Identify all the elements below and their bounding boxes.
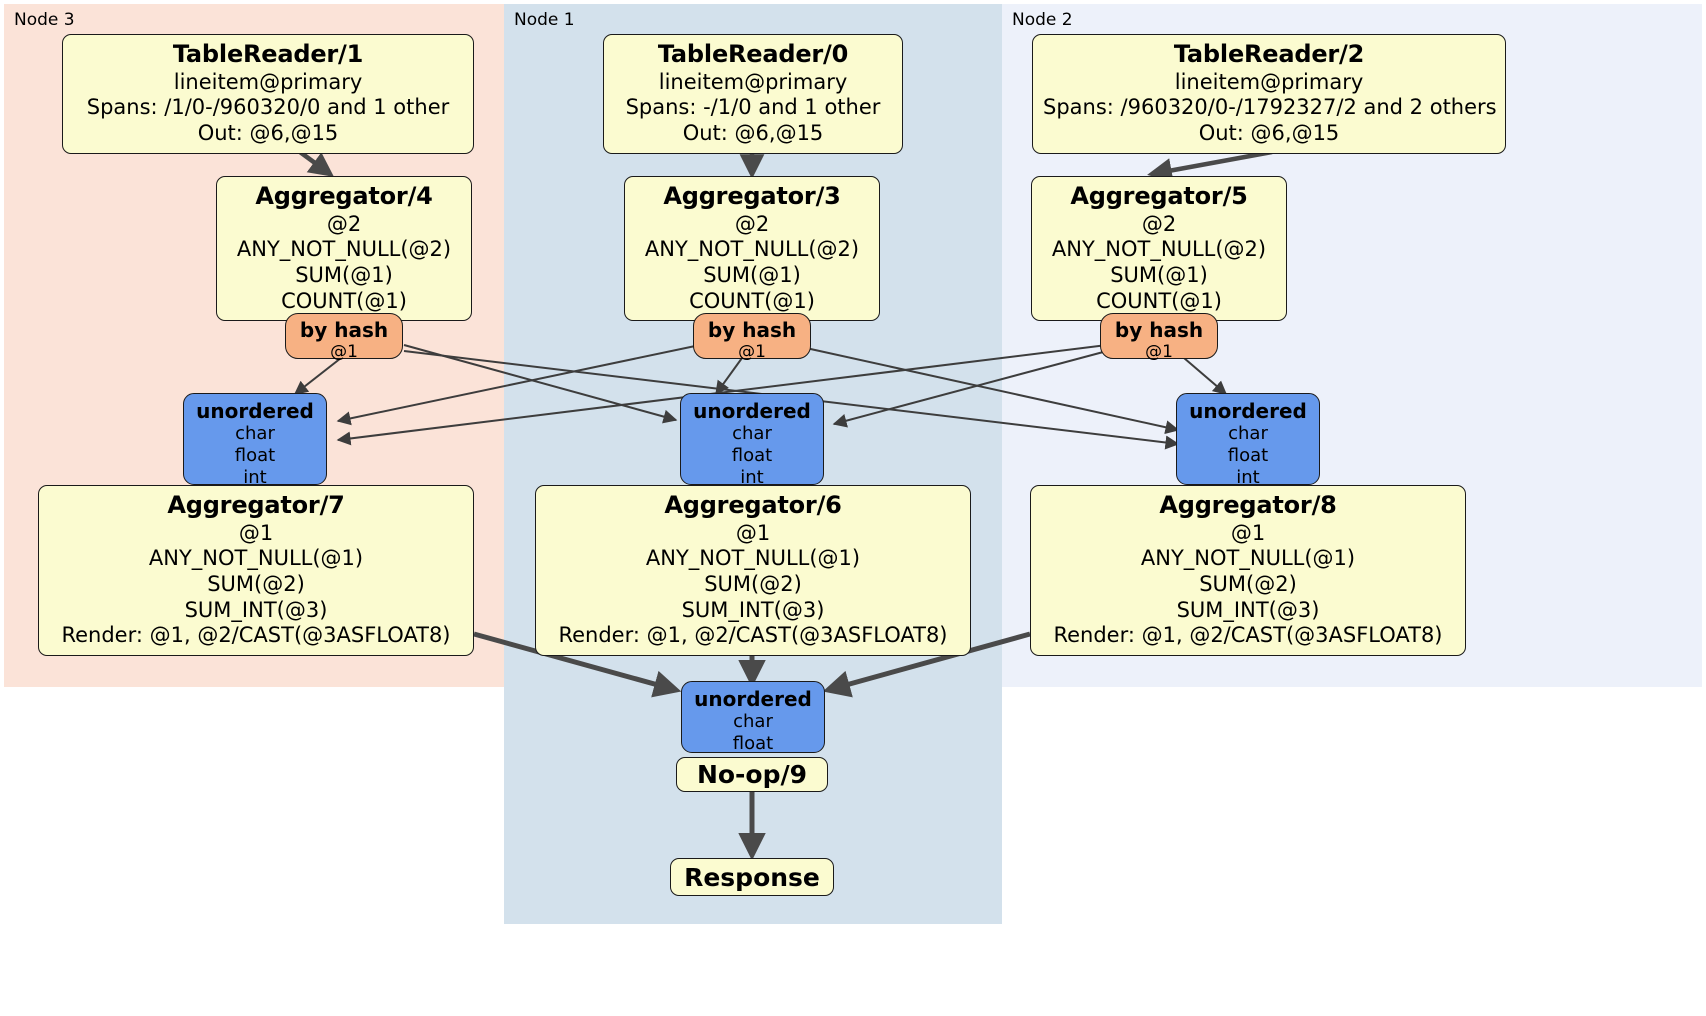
processor-detail-agg-2: SUM_INT(@3) xyxy=(184,597,328,622)
processor-detail-agg-1: SUM(@2) xyxy=(1199,571,1297,596)
router-by-hash-node2[interactable]: by hash @1 xyxy=(1100,313,1218,362)
processor-title: No-op/9 xyxy=(696,760,808,789)
processor-detail-render: Render: @1, @2/CAST(@3ASFLOAT8) xyxy=(558,623,948,648)
processor-detail-groupcols: @2 xyxy=(326,211,362,236)
synchronizer-type-2: int xyxy=(740,467,764,489)
processor-title: TableReader/0 xyxy=(657,40,849,68)
processor-detail-agg-2: SUM_INT(@3) xyxy=(1176,597,1320,622)
processor-title: TableReader/1 xyxy=(172,40,364,68)
synchronizer-unordered-node1[interactable]: unordered char float int xyxy=(680,393,824,488)
synchronizer-type-0: char xyxy=(732,423,772,445)
processor-detail-out: Out: @6,@15 xyxy=(682,120,824,145)
synchronizer-type-2: int xyxy=(1236,467,1260,489)
processor-title: TableReader/2 xyxy=(1173,40,1365,68)
processor-detail-agg-1: SUM(@2) xyxy=(207,571,305,596)
processor-detail-agg-0: ANY_NOT_NULL(@2) xyxy=(236,237,452,262)
processor-aggregator-6[interactable]: Aggregator/6 @1 ANY_NOT_NULL(@1) SUM(@2)… xyxy=(535,485,971,656)
processor-aggregator-3[interactable]: Aggregator/3 @2 ANY_NOT_NULL(@2) SUM(@1)… xyxy=(624,176,880,322)
synchronizer-type-1: float xyxy=(731,445,773,467)
processor-detail-out: Out: @6,@15 xyxy=(1198,120,1340,145)
processor-detail-agg-0: ANY_NOT_NULL(@1) xyxy=(148,546,364,571)
node-region-label-node2: Node 2 xyxy=(1012,10,1073,30)
processor-detail-agg-2: SUM_INT(@3) xyxy=(681,597,825,622)
synchronizer-title: unordered xyxy=(1189,399,1307,423)
processor-detail-agg-2: COUNT(@1) xyxy=(689,288,815,313)
processor-detail-table: lineitem@primary xyxy=(1174,69,1364,94)
synchronizer-unordered-node2[interactable]: unordered char float int xyxy=(1176,393,1320,488)
processor-detail-agg-1: SUM(@1) xyxy=(1110,262,1208,287)
synchronizer-type-0: char xyxy=(1228,423,1268,445)
processor-noop-9[interactable]: No-op/9 xyxy=(676,757,828,792)
processor-detail-groupcols: @2 xyxy=(1141,211,1177,236)
node-region-label-node1: Node 1 xyxy=(514,10,575,30)
processor-detail-render: Render: @1, @2/CAST(@3ASFLOAT8) xyxy=(61,623,451,648)
processor-title: Aggregator/5 xyxy=(1070,182,1248,210)
processor-detail-agg-2: COUNT(@1) xyxy=(1096,288,1222,313)
processor-title: Response xyxy=(684,862,820,892)
processor-detail-agg-2: COUNT(@1) xyxy=(281,288,407,313)
processor-aggregator-8[interactable]: Aggregator/8 @1 ANY_NOT_NULL(@1) SUM(@2)… xyxy=(1030,485,1466,656)
router-title: by hash xyxy=(299,318,389,342)
synchronizer-title: unordered xyxy=(694,687,812,711)
processor-title: Aggregator/8 xyxy=(1159,491,1337,519)
processor-detail-table: lineitem@primary xyxy=(658,69,848,94)
processor-detail-out: Out: @6,@15 xyxy=(197,120,339,145)
processor-tablereader-0[interactable]: TableReader/0 lineitem@primary Spans: -/… xyxy=(603,34,903,154)
synchronizer-title: unordered xyxy=(196,399,314,423)
router-by-hash-node3[interactable]: by hash @1 xyxy=(285,313,403,362)
processor-detail-groupcols: @1 xyxy=(1230,520,1266,545)
router-detail-cols: @1 xyxy=(738,342,766,362)
processor-title: Aggregator/6 xyxy=(664,491,842,519)
synchronizer-type-1: float xyxy=(1227,445,1269,467)
processor-title: Aggregator/4 xyxy=(255,182,433,210)
processor-detail-agg-0: ANY_NOT_NULL(@2) xyxy=(1051,237,1267,262)
processor-detail-groupcols: @1 xyxy=(735,520,771,545)
processor-detail-groupcols: @2 xyxy=(734,211,770,236)
synchronizer-type-1: float xyxy=(234,445,276,467)
synchronizer-type-1: float xyxy=(732,733,774,755)
processor-detail-agg-0: ANY_NOT_NULL(@2) xyxy=(644,237,860,262)
processor-detail-agg-0: ANY_NOT_NULL(@1) xyxy=(1140,546,1356,571)
processor-detail-agg-1: SUM(@2) xyxy=(704,571,802,596)
processor-detail-spans: Spans: /960320/0-/1792327/2 and 2 others xyxy=(1043,95,1497,120)
processor-aggregator-4[interactable]: Aggregator/4 @2 ANY_NOT_NULL(@2) SUM(@1)… xyxy=(216,176,472,322)
processor-response[interactable]: Response xyxy=(670,858,834,896)
processor-detail-spans: Spans: -/1/0 and 1 other xyxy=(625,95,881,120)
processor-detail-table: lineitem@primary xyxy=(173,69,363,94)
processor-aggregator-7[interactable]: Aggregator/7 @1 ANY_NOT_NULL(@1) SUM(@2)… xyxy=(38,485,474,656)
processor-detail-render: Render: @1, @2/CAST(@3ASFLOAT8) xyxy=(1053,623,1443,648)
processor-detail-agg-0: ANY_NOT_NULL(@1) xyxy=(645,546,861,571)
processor-tablereader-1[interactable]: TableReader/1 lineitem@primary Spans: /1… xyxy=(62,34,474,154)
processor-title: Aggregator/7 xyxy=(167,491,345,519)
synchronizer-title: unordered xyxy=(693,399,811,423)
router-title: by hash xyxy=(707,318,797,342)
processor-detail-agg-1: SUM(@1) xyxy=(295,262,393,287)
processor-tablereader-2[interactable]: TableReader/2 lineitem@primary Spans: /9… xyxy=(1032,34,1506,154)
router-by-hash-node1[interactable]: by hash @1 xyxy=(693,313,811,362)
synchronizer-type-2: int xyxy=(243,467,267,489)
node-region-label-node3: Node 3 xyxy=(14,10,75,30)
synchronizer-unordered-node3[interactable]: unordered char float int xyxy=(183,393,327,488)
synchronizer-type-0: char xyxy=(733,711,773,733)
processor-title: Aggregator/3 xyxy=(663,182,841,210)
processor-detail-agg-1: SUM(@1) xyxy=(703,262,801,287)
processor-detail-groupcols: @1 xyxy=(238,520,274,545)
router-detail-cols: @1 xyxy=(1145,342,1173,362)
router-detail-cols: @1 xyxy=(330,342,358,362)
synchronizer-unordered-final[interactable]: unordered char float xyxy=(681,681,825,755)
router-title: by hash xyxy=(1114,318,1204,342)
processor-aggregator-5[interactable]: Aggregator/5 @2 ANY_NOT_NULL(@2) SUM(@1)… xyxy=(1031,176,1287,322)
processor-detail-spans: Spans: /1/0-/960320/0 and 1 other xyxy=(86,95,450,120)
synchronizer-type-0: char xyxy=(235,423,275,445)
